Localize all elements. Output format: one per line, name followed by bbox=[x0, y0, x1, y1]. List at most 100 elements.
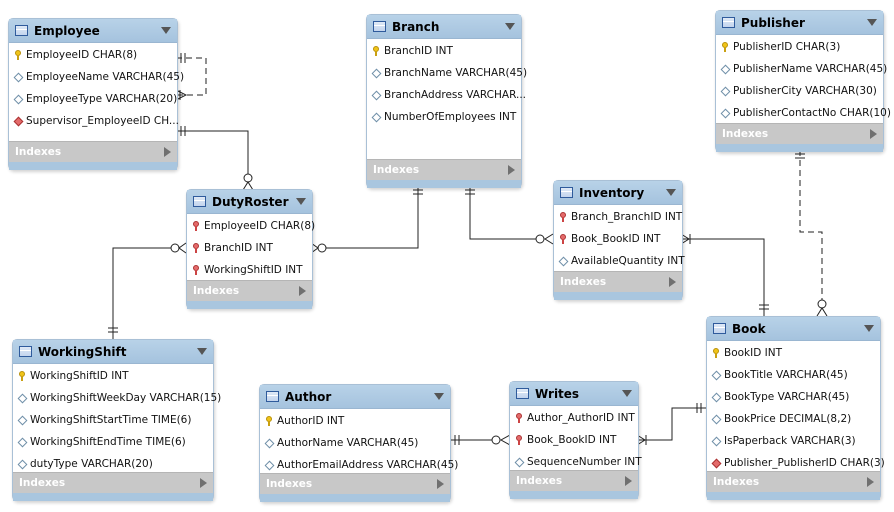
expand-arrow-icon[interactable] bbox=[508, 165, 515, 175]
entity-header[interactable]: Inventory bbox=[554, 181, 682, 205]
column-diamond-icon bbox=[712, 414, 720, 424]
entity-header[interactable]: WorkingShift bbox=[13, 340, 213, 364]
collapse-arrow-icon[interactable] bbox=[197, 348, 207, 355]
column-row[interactable]: NumberOfEmployees INT bbox=[367, 106, 521, 128]
column-row[interactable]: PublisherID CHAR(3) bbox=[716, 36, 883, 58]
column-label: AuthorName VARCHAR(45) bbox=[277, 437, 419, 449]
column-row[interactable]: IsPaperback VARCHAR(3) bbox=[707, 430, 880, 452]
indexes-bar[interactable]: Indexes bbox=[260, 473, 450, 494]
column-row[interactable]: BookTitle VARCHAR(45) bbox=[707, 364, 880, 386]
entity-header[interactable]: Employee bbox=[9, 19, 177, 43]
column-row[interactable]: EmployeeID CHAR(8) bbox=[9, 44, 177, 66]
expand-arrow-icon[interactable] bbox=[625, 476, 632, 486]
column-row[interactable]: dutyType VARCHAR(20) bbox=[13, 453, 213, 475]
column-row[interactable]: WorkingShiftStartTime TIME(6) bbox=[13, 409, 213, 431]
expand-arrow-icon[interactable] bbox=[870, 129, 877, 139]
column-label: Publisher_PublisherID CHAR(3) bbox=[724, 457, 885, 469]
entity-header[interactable]: Author bbox=[260, 385, 450, 409]
column-diamond-icon bbox=[559, 256, 567, 266]
indexes-bar[interactable]: Indexes bbox=[554, 271, 682, 292]
relationship-book-writes[interactable] bbox=[636, 403, 706, 446]
column-row[interactable]: Author_AuthorID INT bbox=[510, 407, 638, 429]
relationship-employee-dutyroster[interactable] bbox=[176, 126, 254, 191]
column-row[interactable]: EmployeeID CHAR(8) bbox=[187, 215, 315, 237]
column-row[interactable]: Branch_BranchID INT bbox=[554, 206, 682, 228]
expand-arrow-icon[interactable] bbox=[164, 147, 171, 157]
indexes-bar[interactable]: Indexes bbox=[707, 471, 880, 492]
relationship-author-writes[interactable] bbox=[449, 434, 511, 446]
collapse-arrow-icon[interactable] bbox=[296, 198, 306, 205]
indexes-bar[interactable]: Indexes bbox=[187, 280, 312, 301]
column-row[interactable]: Book_BookID INT bbox=[510, 429, 638, 451]
column-row[interactable]: PublisherCity VARCHAR(30) bbox=[716, 80, 883, 102]
collapse-arrow-icon[interactable] bbox=[867, 19, 877, 26]
relationship-publisher-book[interactable] bbox=[795, 150, 828, 317]
column-row[interactable]: EmployeeType VARCHAR(20) bbox=[9, 88, 177, 110]
column-row[interactable]: BookType VARCHAR(45) bbox=[707, 386, 880, 408]
column-row[interactable]: Book_BookID INT bbox=[554, 228, 682, 250]
column-row[interactable]: BranchID INT bbox=[187, 237, 312, 259]
expand-arrow-icon[interactable] bbox=[867, 477, 874, 487]
column-row[interactable]: BranchAddress VARCHAR... bbox=[367, 84, 526, 106]
column-row[interactable]: PublisherContactNo CHAR(10) bbox=[716, 102, 891, 124]
column-row[interactable]: BookPrice DECIMAL(8,2) bbox=[707, 408, 880, 430]
expand-arrow-icon[interactable] bbox=[200, 478, 207, 488]
relationship-branch-inventory[interactable] bbox=[465, 186, 554, 245]
entity-header[interactable]: Book bbox=[707, 317, 880, 341]
column-row[interactable]: Publisher_PublisherID CHAR(3) bbox=[707, 452, 885, 474]
relationship-book-inventory[interactable] bbox=[680, 233, 769, 316]
relationship-workingshift-dutyroster[interactable] bbox=[108, 242, 187, 339]
indexes-bar[interactable]: Indexes bbox=[510, 470, 638, 491]
column-row[interactable]: WorkingShiftID INT bbox=[13, 365, 213, 387]
column-row[interactable]: BookID INT bbox=[707, 342, 880, 364]
collapse-arrow-icon[interactable] bbox=[161, 27, 171, 34]
column-label: EmployeeID CHAR(8) bbox=[26, 49, 138, 61]
column-row[interactable]: AuthorID INT bbox=[260, 410, 450, 432]
column-row[interactable]: WorkingShiftID INT bbox=[187, 259, 312, 281]
column-row[interactable]: SequenceNumber INT bbox=[510, 451, 642, 473]
entity-header[interactable]: Branch bbox=[367, 15, 521, 39]
expand-arrow-icon[interactable] bbox=[299, 286, 306, 296]
column-row[interactable]: AuthorEmailAddress VARCHAR(45) bbox=[260, 454, 458, 476]
entity-header[interactable]: Publisher bbox=[716, 11, 883, 35]
collapse-arrow-icon[interactable] bbox=[434, 393, 444, 400]
column-row[interactable]: Supervisor_EmployeeID CH... bbox=[9, 110, 179, 132]
column-row[interactable]: BranchName VARCHAR(45) bbox=[367, 62, 527, 84]
indexes-bar[interactable]: Indexes bbox=[367, 159, 521, 180]
column-label: Book_BookID INT bbox=[527, 434, 617, 446]
primary-key-icon bbox=[18, 371, 26, 381]
column-row[interactable]: WorkingShiftEndTime TIME(6) bbox=[13, 431, 213, 453]
expand-arrow-icon[interactable] bbox=[669, 277, 676, 287]
collapse-arrow-icon[interactable] bbox=[505, 23, 515, 30]
relationship-employee-self[interactable] bbox=[175, 53, 207, 101]
indexes-bar[interactable]: Indexes bbox=[13, 472, 213, 493]
column-row[interactable]: WorkingShiftWeekDay VARCHAR(15) bbox=[13, 387, 221, 409]
primary-foreign-key-icon bbox=[515, 435, 523, 445]
collapse-arrow-icon[interactable] bbox=[666, 189, 676, 196]
column-label: BookID INT bbox=[724, 347, 783, 359]
entity-header[interactable]: DutyRoster bbox=[187, 190, 312, 214]
column-row[interactable]: AuthorName VARCHAR(45) bbox=[260, 432, 450, 454]
column-row[interactable]: PublisherName VARCHAR(45) bbox=[716, 58, 887, 80]
footer-base bbox=[554, 292, 682, 300]
entity-header[interactable]: Writes bbox=[510, 382, 638, 406]
column-row[interactable]: BranchID INT bbox=[367, 40, 521, 62]
indexes-bar[interactable]: Indexes bbox=[9, 141, 177, 162]
column-row[interactable]: AvailableQuantity INT bbox=[554, 250, 685, 272]
column-label: SequenceNumber INT bbox=[527, 456, 642, 468]
collapse-arrow-icon[interactable] bbox=[622, 390, 632, 397]
expand-arrow-icon[interactable] bbox=[437, 479, 444, 489]
indexes-bar[interactable]: Indexes bbox=[716, 123, 883, 144]
column-row[interactable]: EmployeeName VARCHAR(45) bbox=[9, 66, 184, 88]
collapse-arrow-icon[interactable] bbox=[864, 325, 874, 332]
relationship-branch-dutyroster[interactable] bbox=[310, 186, 423, 254]
